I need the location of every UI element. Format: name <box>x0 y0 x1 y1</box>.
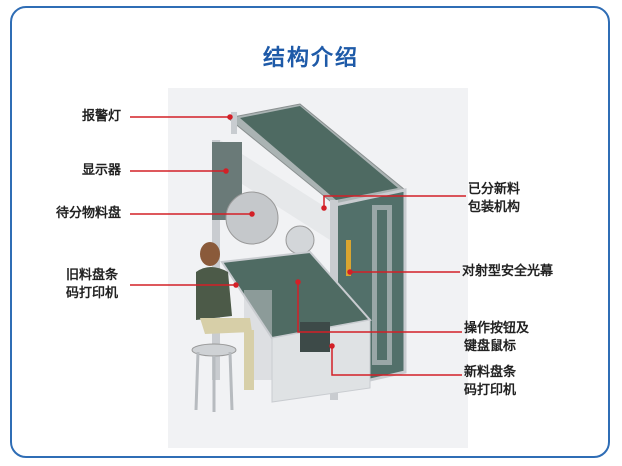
operator-figure <box>191 242 254 412</box>
page-title: 结构介绍 <box>262 46 359 71</box>
label-tray-to-sort: 待分物料盘 <box>56 206 122 221</box>
label-packed-mechanism-line2: 包装机构 <box>468 200 521 215</box>
tray-disc-left <box>225 191 279 245</box>
label-old-tray-printer-line2: 码打印机 <box>66 286 119 301</box>
new-printer-shape <box>300 322 330 352</box>
leader-controls <box>297 282 462 333</box>
machine-cabinet <box>212 103 407 403</box>
label-alarm-lamp: 报警灯 <box>82 109 122 124</box>
leader-packed-mechanism <box>323 195 466 208</box>
label-new-tray-printer-line2: 码打印机 <box>464 383 517 398</box>
label-new-tray-printer-line1: 新料盘条 <box>464 365 517 380</box>
light-curtain-shape <box>346 240 351 276</box>
label-controls-line2: 键盘鼠标 <box>464 339 517 354</box>
label-packed-mechanism-line1: 已分新料 <box>468 182 521 197</box>
leader-new-printer <box>331 346 462 376</box>
tray-disc-right <box>285 225 315 255</box>
label-controls-line1: 操作按钮及 <box>464 321 530 336</box>
label-safety-light-curtain: 对射型安全光幕 <box>462 264 554 279</box>
alarm-lamp-shape <box>231 112 237 134</box>
label-old-tray-printer-line1: 旧料盘条 <box>66 268 119 283</box>
leader-lines <box>130 114 466 376</box>
label-monitor: 显示器 <box>82 163 122 178</box>
